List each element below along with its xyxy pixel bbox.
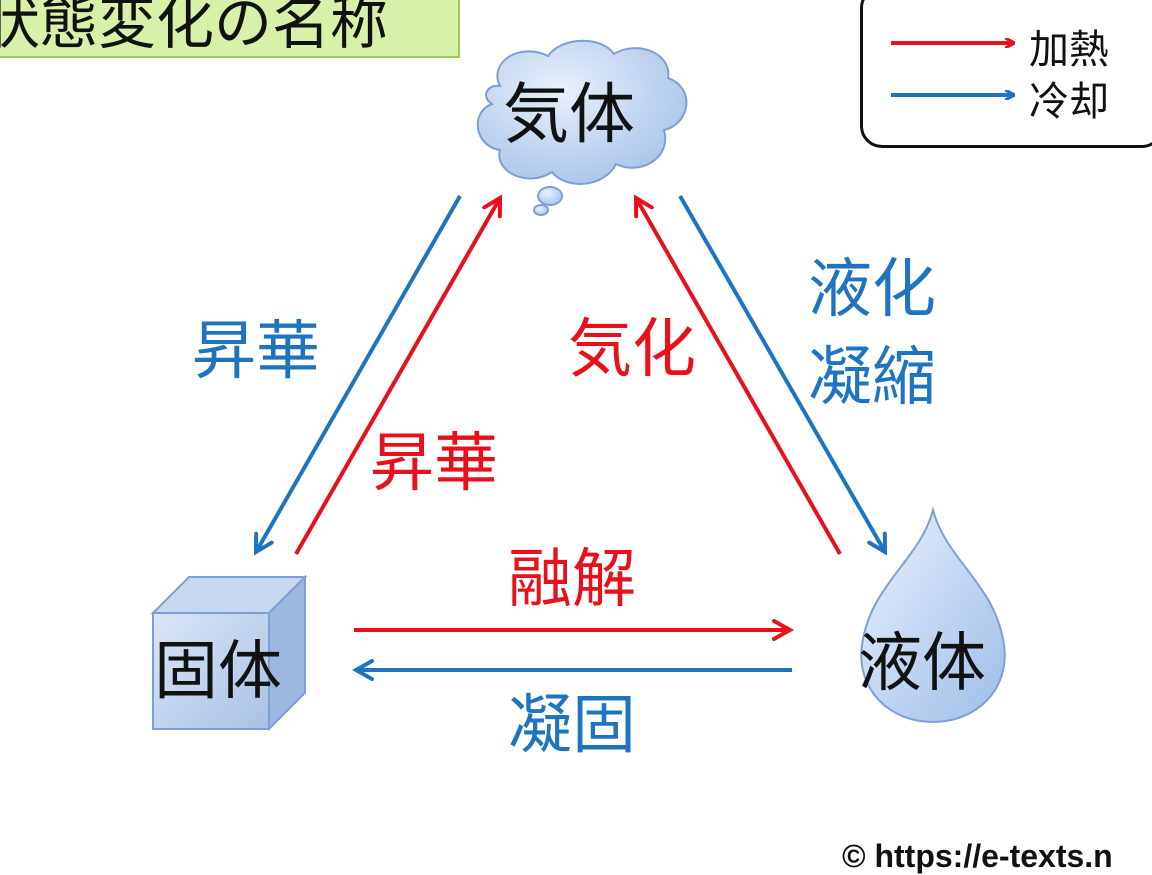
arrow-gas-to-liquid <box>678 195 885 552</box>
state-gas-label: 気体 <box>503 76 635 153</box>
label-sublimation: 昇華 <box>370 427 498 501</box>
state-liquid-label: 液体 <box>858 627 986 701</box>
copyright-text: © https://e-texts.n <box>842 838 1113 874</box>
cloud-icon <box>476 39 688 216</box>
cube-icon <box>150 574 308 732</box>
label-liquefaction: 液化 <box>808 253 936 327</box>
title-banner: 状態変化の名称 <box>0 0 460 58</box>
label-sublimation-deposition: 昇華 <box>192 315 320 389</box>
legend-cooling-label: 冷却 <box>1029 79 1109 125</box>
water-drop-icon <box>860 506 1006 724</box>
label-vaporization: 気化 <box>568 313 696 387</box>
legend-arrows <box>891 0 1152 151</box>
arrow-gas-to-solid <box>256 195 462 552</box>
legend-heating-label: 加熱 <box>1029 27 1109 73</box>
arrow-liquid-to-gas <box>636 198 842 555</box>
page-title: 状態変化の名称 <box>0 0 389 57</box>
state-solid-label: 固体 <box>154 635 282 709</box>
arrow-solid-to-gas <box>294 198 500 555</box>
label-melting: 融解 <box>508 543 636 617</box>
legend: 加熱 冷却 <box>860 0 1152 148</box>
label-freezing: 凝固 <box>508 689 636 763</box>
label-condensation: 凝縮 <box>808 341 936 415</box>
